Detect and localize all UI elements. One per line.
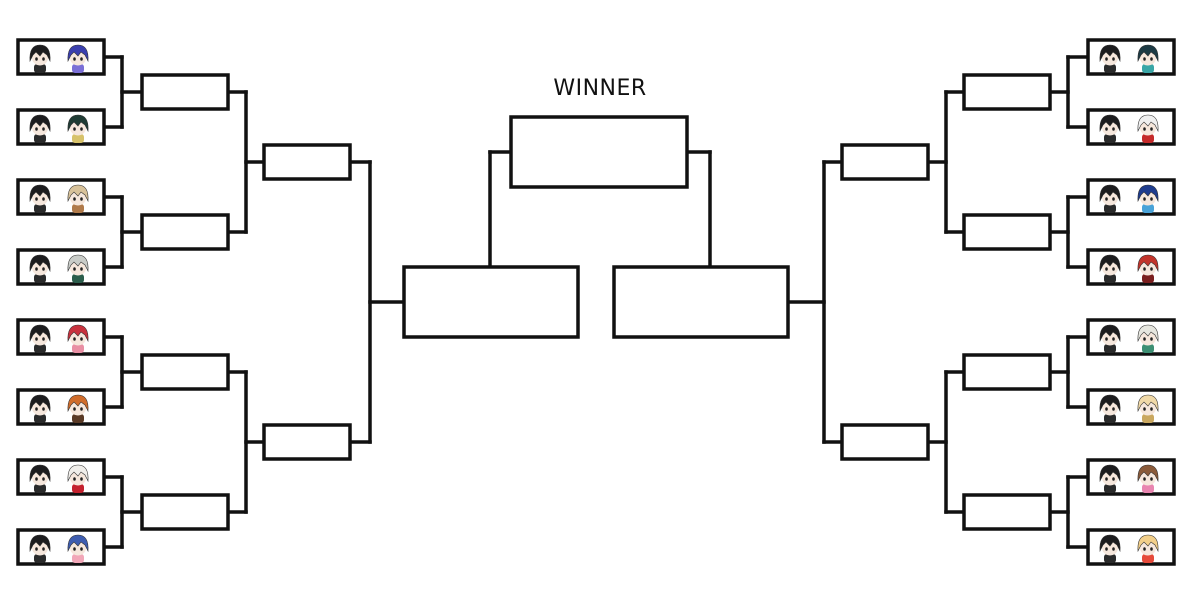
left-semifinal-slot[interactable] [402, 265, 580, 339]
navy-hair-chibi-icon [1137, 184, 1159, 213]
left-round2-slot-3[interactable] [140, 353, 230, 391]
dark-hair-chibi-icon [29, 44, 51, 73]
dark-hair-chibi-icon [29, 534, 51, 563]
dark-hair-chibi-icon [1099, 394, 1121, 423]
bracket-slots [16, 38, 1176, 566]
dark-hair-chibi-icon [29, 464, 51, 493]
right-round1-slot-2[interactable] [1086, 108, 1176, 146]
red-hair-chibi-icon [1137, 254, 1159, 283]
blonde-hair-chibi-icon [67, 184, 89, 213]
orange-hair-chibi-icon [67, 394, 89, 423]
dark-hair-chibi-icon [29, 114, 51, 143]
bracket-lines [102, 55, 1090, 549]
blonde-hair-chibi-icon [1137, 394, 1159, 423]
right-round3-slot-1[interactable] [840, 143, 930, 181]
dark-hair-chibi-icon [1099, 324, 1121, 353]
teal-hair-chibi-icon [1137, 44, 1159, 73]
winner-title: WINNER [553, 76, 647, 101]
dark-green-hair-chibi-icon [67, 114, 89, 143]
dark-hair-chibi-icon [1099, 114, 1121, 143]
left-round2-slot-1[interactable] [140, 73, 230, 111]
left-round3-slot-2[interactable] [262, 423, 352, 461]
left-round3-slot-1[interactable] [262, 143, 352, 181]
golden-hair-chibi-icon [1137, 534, 1159, 563]
right-round2-slot-2[interactable] [962, 213, 1052, 251]
silver-hair-chibi-icon [67, 254, 89, 283]
red-hair-chibi-icon [67, 324, 89, 353]
white-mask-chibi-icon [1137, 114, 1159, 143]
right-round2-slot-3[interactable] [962, 353, 1052, 391]
dark-hair-chibi-icon [29, 394, 51, 423]
dark-hair-chibi-icon [1099, 464, 1121, 493]
blue-hair-chibi-icon [67, 534, 89, 563]
dark-hair-chibi-icon [1099, 534, 1121, 563]
brown-hair-chibi-icon [1137, 464, 1159, 493]
right-round1-slot-5[interactable] [1086, 318, 1176, 356]
right-round2-slot-1[interactable] [962, 73, 1052, 111]
dark-hair-chibi-icon [29, 184, 51, 213]
dark-hair-chibi-icon [1099, 254, 1121, 283]
dark-hair-chibi-icon [29, 254, 51, 283]
dark-hair-chibi-icon [1099, 44, 1121, 73]
winner-slot[interactable] [509, 115, 689, 189]
purple-hair-chibi-icon [67, 44, 89, 73]
dark-hair-chibi-icon [29, 324, 51, 353]
right-round3-slot-2[interactable] [840, 423, 930, 461]
white-hat-chibi-icon [1137, 324, 1159, 353]
right-round2-slot-4[interactable] [962, 493, 1052, 531]
white-hair-chibi-icon [67, 464, 89, 493]
dark-hair-chibi-icon [1099, 184, 1121, 213]
right-semifinal-slot[interactable] [612, 265, 790, 339]
left-round2-slot-4[interactable] [140, 493, 230, 531]
left-round2-slot-2[interactable] [140, 213, 230, 251]
right-round1-slot-1[interactable] [1086, 38, 1176, 76]
